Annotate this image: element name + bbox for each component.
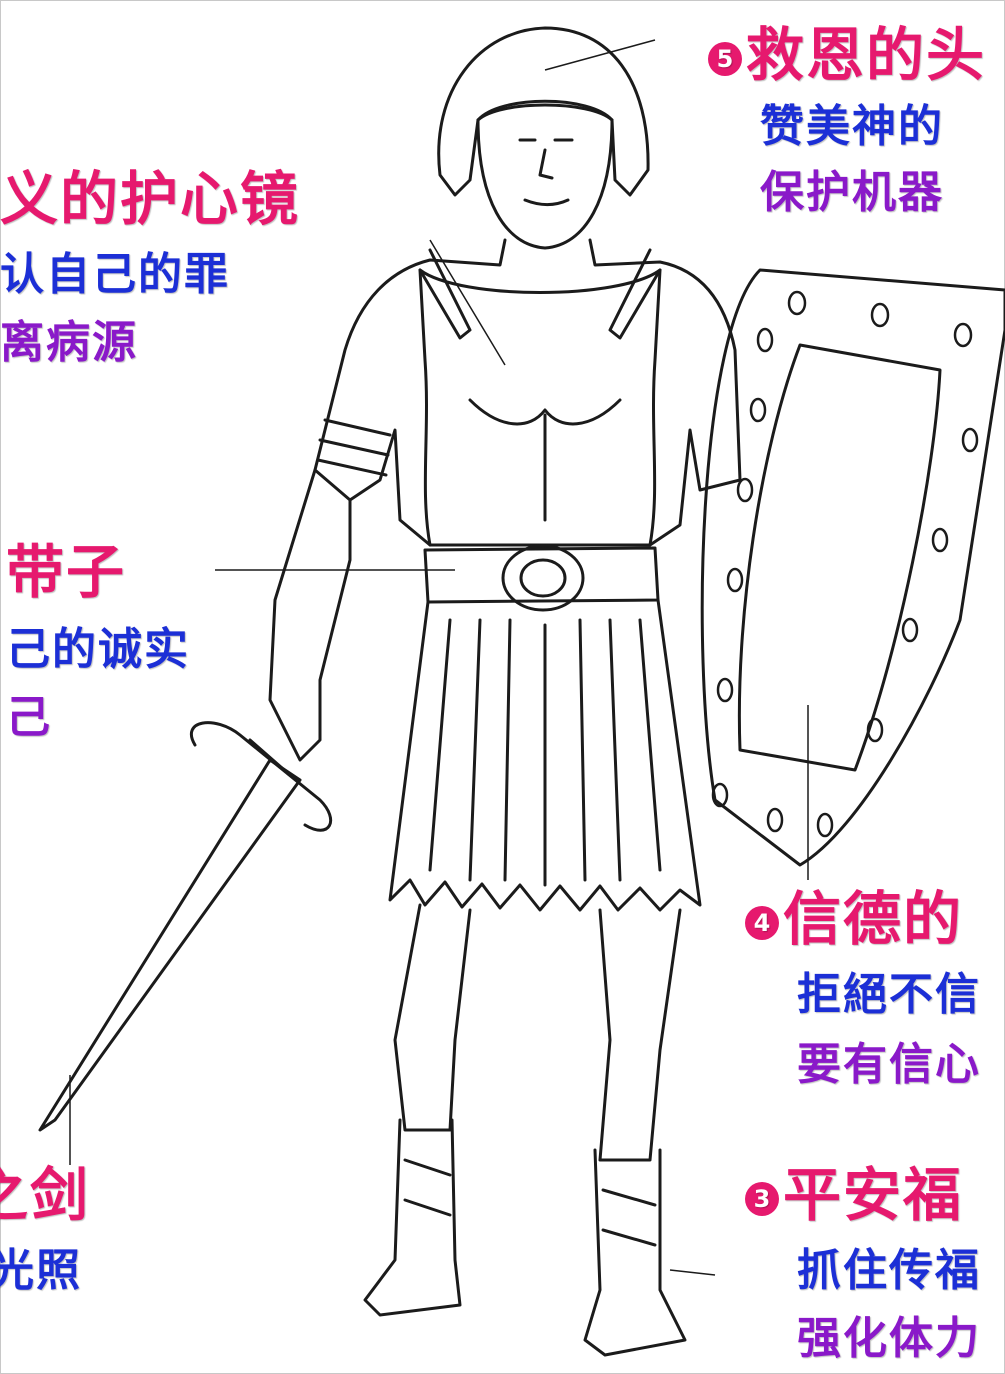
belt-line-2: 己 (6, 692, 52, 743)
shoes-line-2: 强化体力 (797, 1313, 981, 1364)
number-badge-4: 4 (745, 906, 779, 940)
breastplate-title: 义的护心镜 (0, 165, 301, 233)
shield-line-2: 要有信心 (797, 1039, 981, 1090)
breastplate-line-1: 认自己的罪 (0, 249, 230, 300)
sword-line-1: 光照 (0, 1245, 82, 1296)
sword-icon (38, 721, 333, 1132)
sword-title: 之剑 (0, 1161, 91, 1229)
shield-icon (700, 268, 1005, 867)
helmet-icon (437, 26, 650, 197)
helmet-line-2: 保护机器 (760, 167, 944, 218)
number-badge-3: 3 (745, 1182, 779, 1216)
shield-line-1: 拒絕不信 (797, 969, 981, 1020)
helmet-line-1: 赞美神的 (760, 101, 944, 152)
belt-title: 带子 (6, 538, 127, 606)
belt-line-1: 己的诚实 (6, 624, 190, 675)
belt-label: 带子 己的诚实 己 (6, 525, 190, 745)
breastplate-line-2: 离病源 (0, 317, 138, 368)
breastplate-icon (418, 268, 662, 547)
breastplate-label: 义的护心镜 认自己的罪 离病源 (0, 152, 300, 370)
number-badge-5: 5 (708, 42, 742, 76)
belt-icon (423, 546, 660, 604)
shoes-line-1: 抓住传福 (797, 1245, 981, 1296)
sword-label: 之剑 光照 (0, 1148, 90, 1298)
